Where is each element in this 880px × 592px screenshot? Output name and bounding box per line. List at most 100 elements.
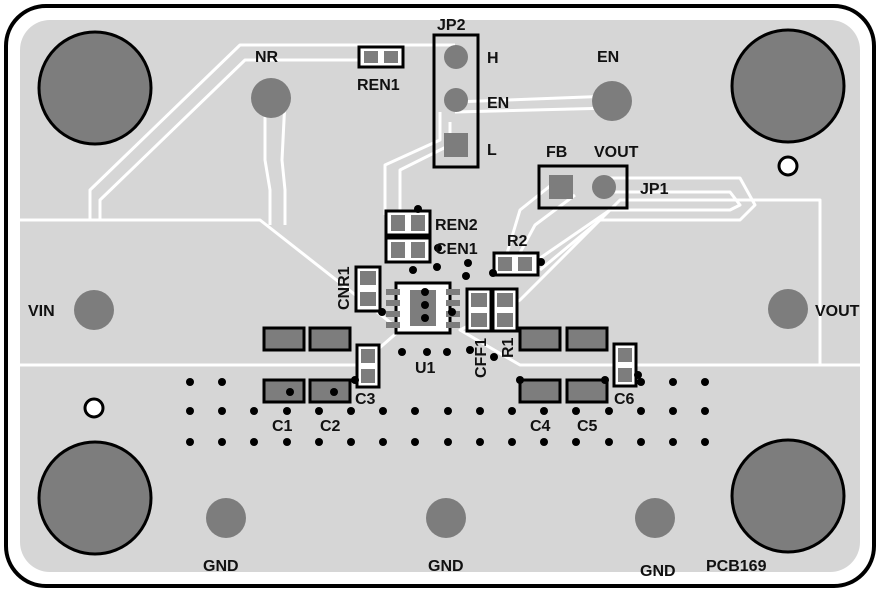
testpoint-gnd-mid bbox=[426, 498, 466, 538]
c5-pad-top bbox=[565, 326, 609, 352]
via bbox=[701, 378, 709, 386]
c3-footprint bbox=[355, 343, 381, 389]
big-capacitors bbox=[262, 326, 609, 404]
via bbox=[379, 438, 387, 446]
label-gnd-mid: GND bbox=[428, 558, 464, 575]
vias bbox=[186, 205, 709, 446]
mount-hole-tl bbox=[37, 30, 153, 146]
label-vout-top: VOUT bbox=[594, 144, 639, 161]
via bbox=[414, 205, 422, 213]
via bbox=[433, 263, 441, 271]
via bbox=[378, 308, 386, 316]
label-jp2: JP2 bbox=[437, 17, 466, 34]
mount-hole-tr bbox=[730, 28, 846, 144]
via bbox=[572, 407, 580, 415]
label-board-id: PCB169 bbox=[706, 558, 767, 575]
label-r2: R2 bbox=[507, 233, 528, 250]
jp2-pin-l bbox=[444, 133, 468, 157]
label-c3: C3 bbox=[355, 391, 376, 408]
jp1-pin-fb bbox=[549, 175, 573, 199]
via bbox=[466, 346, 474, 354]
cnr1-footprint bbox=[354, 265, 382, 313]
label-u1: U1 bbox=[415, 360, 436, 377]
testpoint-vin bbox=[74, 290, 114, 330]
via bbox=[637, 378, 645, 386]
label-ren2: REN2 bbox=[435, 217, 478, 234]
via bbox=[409, 266, 417, 274]
label-jp2-h: H bbox=[487, 50, 499, 67]
via bbox=[490, 353, 498, 361]
via bbox=[347, 407, 355, 415]
via bbox=[330, 388, 338, 396]
via bbox=[421, 288, 429, 296]
testpoint-gnd-left bbox=[206, 498, 246, 538]
via bbox=[669, 378, 677, 386]
r2-footprint bbox=[492, 251, 540, 277]
via bbox=[444, 407, 452, 415]
via bbox=[464, 259, 472, 267]
label-cff1: CFF1 bbox=[473, 338, 490, 378]
label-en-testpoint: EN bbox=[597, 49, 619, 66]
via bbox=[423, 348, 431, 356]
label-c1: C1 bbox=[272, 418, 293, 435]
via bbox=[637, 407, 645, 415]
via bbox=[605, 438, 613, 446]
via bbox=[250, 407, 258, 415]
label-gnd-left: GND bbox=[203, 558, 239, 575]
via bbox=[476, 438, 484, 446]
c4-pad-top bbox=[518, 326, 562, 352]
via bbox=[186, 438, 194, 446]
via bbox=[444, 438, 452, 446]
via bbox=[218, 407, 226, 415]
via bbox=[572, 438, 580, 446]
jp2-pin-h bbox=[444, 45, 468, 69]
via bbox=[250, 438, 258, 446]
c1-pad-bottom bbox=[262, 378, 306, 404]
via bbox=[347, 438, 355, 446]
label-gnd-right: GND bbox=[640, 563, 676, 580]
via bbox=[701, 438, 709, 446]
cff1-footprint bbox=[465, 287, 493, 333]
via bbox=[421, 314, 429, 322]
label-cen1: CEN1 bbox=[435, 241, 478, 258]
via bbox=[637, 438, 645, 446]
c5-pad-bottom bbox=[565, 378, 609, 404]
c2-pad-top bbox=[308, 326, 352, 352]
via bbox=[283, 407, 291, 415]
testpoint-nr bbox=[251, 78, 291, 118]
c4-pad-bottom bbox=[518, 378, 562, 404]
via bbox=[476, 407, 484, 415]
via bbox=[315, 438, 323, 446]
via bbox=[540, 438, 548, 446]
mounting-holes bbox=[37, 28, 846, 556]
via bbox=[411, 438, 419, 446]
testpoint-vout bbox=[768, 289, 808, 329]
label-fb: FB bbox=[546, 144, 567, 161]
via bbox=[508, 407, 516, 415]
via bbox=[537, 258, 545, 266]
via bbox=[540, 407, 548, 415]
label-c2: C2 bbox=[320, 418, 341, 435]
jp2-pin-en bbox=[444, 88, 468, 112]
label-c4: C4 bbox=[530, 418, 551, 435]
via bbox=[283, 438, 291, 446]
via bbox=[218, 378, 226, 386]
ren2-footprint bbox=[384, 209, 432, 237]
cen1-footprint bbox=[384, 236, 432, 264]
via bbox=[315, 407, 323, 415]
via bbox=[489, 269, 497, 277]
ren1-footprint bbox=[357, 45, 405, 69]
label-c6: C6 bbox=[614, 391, 635, 408]
label-ren1: REN1 bbox=[357, 77, 400, 94]
label-jp2-l: L bbox=[487, 142, 497, 159]
via bbox=[448, 308, 456, 316]
via bbox=[634, 371, 642, 379]
via bbox=[508, 438, 516, 446]
via bbox=[601, 376, 609, 384]
label-cnr1: CNR1 bbox=[336, 266, 353, 310]
label-c5: C5 bbox=[577, 418, 598, 435]
via bbox=[186, 407, 194, 415]
jp1-pin-vout bbox=[592, 175, 616, 199]
